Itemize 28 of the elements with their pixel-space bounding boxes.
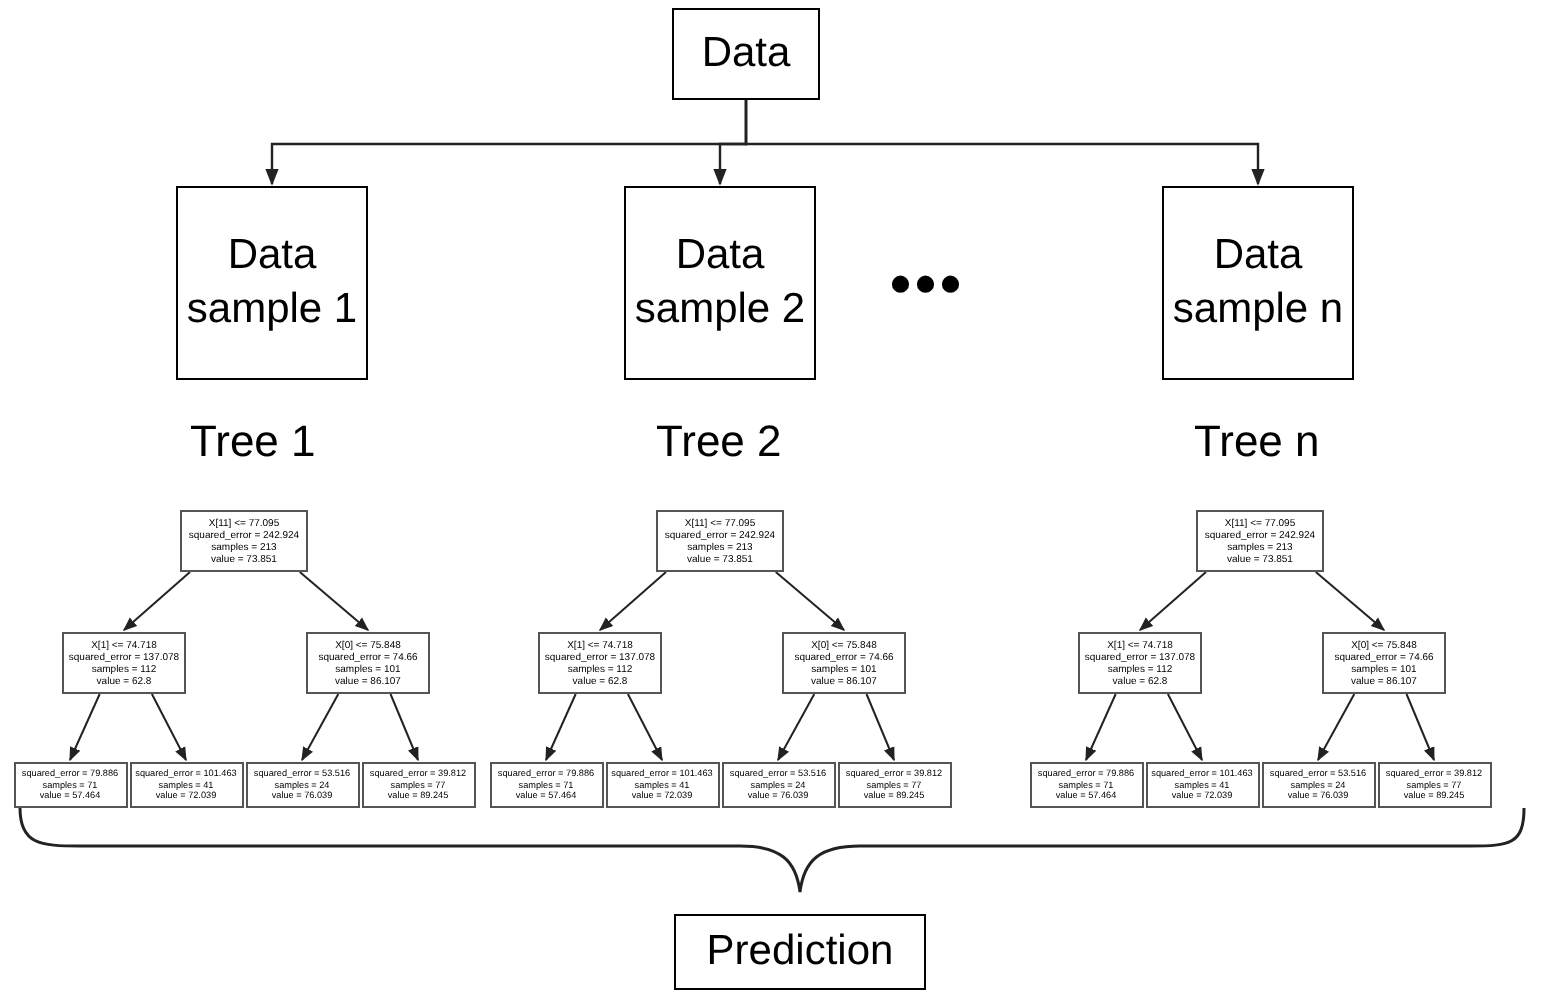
arrow [774, 571, 846, 631]
arrow [69, 693, 101, 762]
tree-title: Tree 1 [190, 420, 316, 464]
sample-box: Data sample 2 [624, 186, 816, 380]
arrow [626, 693, 663, 762]
arrow [777, 693, 816, 762]
arrow [598, 571, 667, 631]
arrow [301, 693, 340, 762]
arrow [1085, 693, 1117, 762]
arrow [298, 571, 370, 631]
arrow [150, 693, 187, 762]
arrow [1166, 693, 1203, 762]
sample-box: Data sample n [1162, 186, 1354, 380]
ellipsis: ••• [890, 256, 966, 316]
arrow [1138, 571, 1207, 631]
arrow [1314, 571, 1386, 631]
tree-title: Tree n [1194, 420, 1320, 464]
arrow [744, 100, 1265, 186]
prediction-box: Prediction [674, 914, 926, 990]
arrow [1405, 693, 1435, 762]
sample-box: Data sample 1 [176, 186, 368, 380]
arrow [865, 693, 895, 762]
tree-title: Tree 2 [656, 420, 782, 464]
arrow [545, 693, 577, 762]
arrow [1317, 693, 1356, 762]
data-box: Data [672, 8, 820, 100]
arrow [122, 571, 191, 631]
arrow [389, 693, 419, 762]
